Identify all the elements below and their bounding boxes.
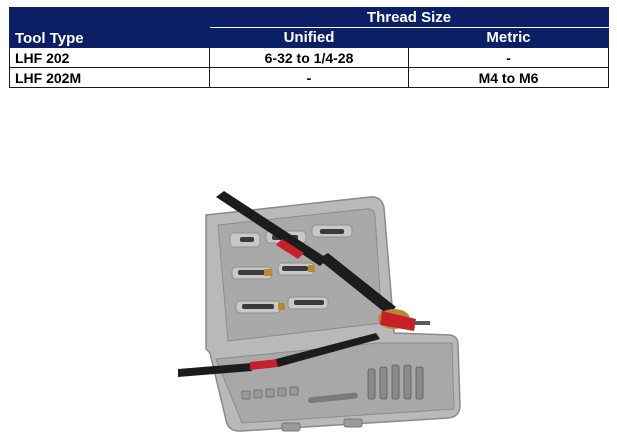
- case-latch: [281, 422, 301, 432]
- table-row: LHF 202 6-32 to 1/4-28 -: [9, 47, 610, 68]
- cell-metric: -: [407, 47, 610, 68]
- wrench: [308, 392, 358, 404]
- rivet-nut-tool-kit-image: [178, 191, 461, 432]
- header-metric: Metric: [407, 27, 610, 48]
- tool-handle-upper-red: [276, 239, 304, 259]
- spare-bolts: [367, 364, 424, 400]
- table-group-header-row: Tool Type Thread Size: [9, 7, 610, 48]
- spare-nuts: [241, 386, 299, 400]
- cell-unified: -: [209, 67, 409, 88]
- table-row: LHF 202M - M4 to M6: [9, 67, 610, 88]
- tool-handle-lower-shaft: [276, 333, 380, 367]
- tool-head-red: [380, 311, 416, 331]
- thread-size-table: Tool Type Thread Size Unified Metric LHF…: [9, 7, 610, 88]
- tool-handle-upper: [216, 191, 328, 266]
- tool-handle-lower: [178, 363, 252, 377]
- tool-nosepiece: [414, 321, 430, 325]
- tool-handle-lower-red: [250, 359, 278, 370]
- case-latch: [343, 418, 363, 428]
- header-tool-type: Tool Type: [9, 7, 210, 48]
- cell-tool-type: LHF 202: [9, 47, 210, 68]
- tool-handle-upper-shaft: [318, 253, 396, 315]
- cell-unified: 6-32 to 1/4-28: [209, 47, 409, 68]
- cell-tool-type: LHF 202M: [9, 67, 210, 88]
- header-unified: Unified: [209, 27, 409, 48]
- cell-metric: M4 to M6: [407, 67, 610, 88]
- table-sub-header-row: Unified Metric: [10, 27, 610, 48]
- brass-nosepieces: [264, 265, 315, 310]
- header-thread-size: Thread Size: [208, 7, 610, 28]
